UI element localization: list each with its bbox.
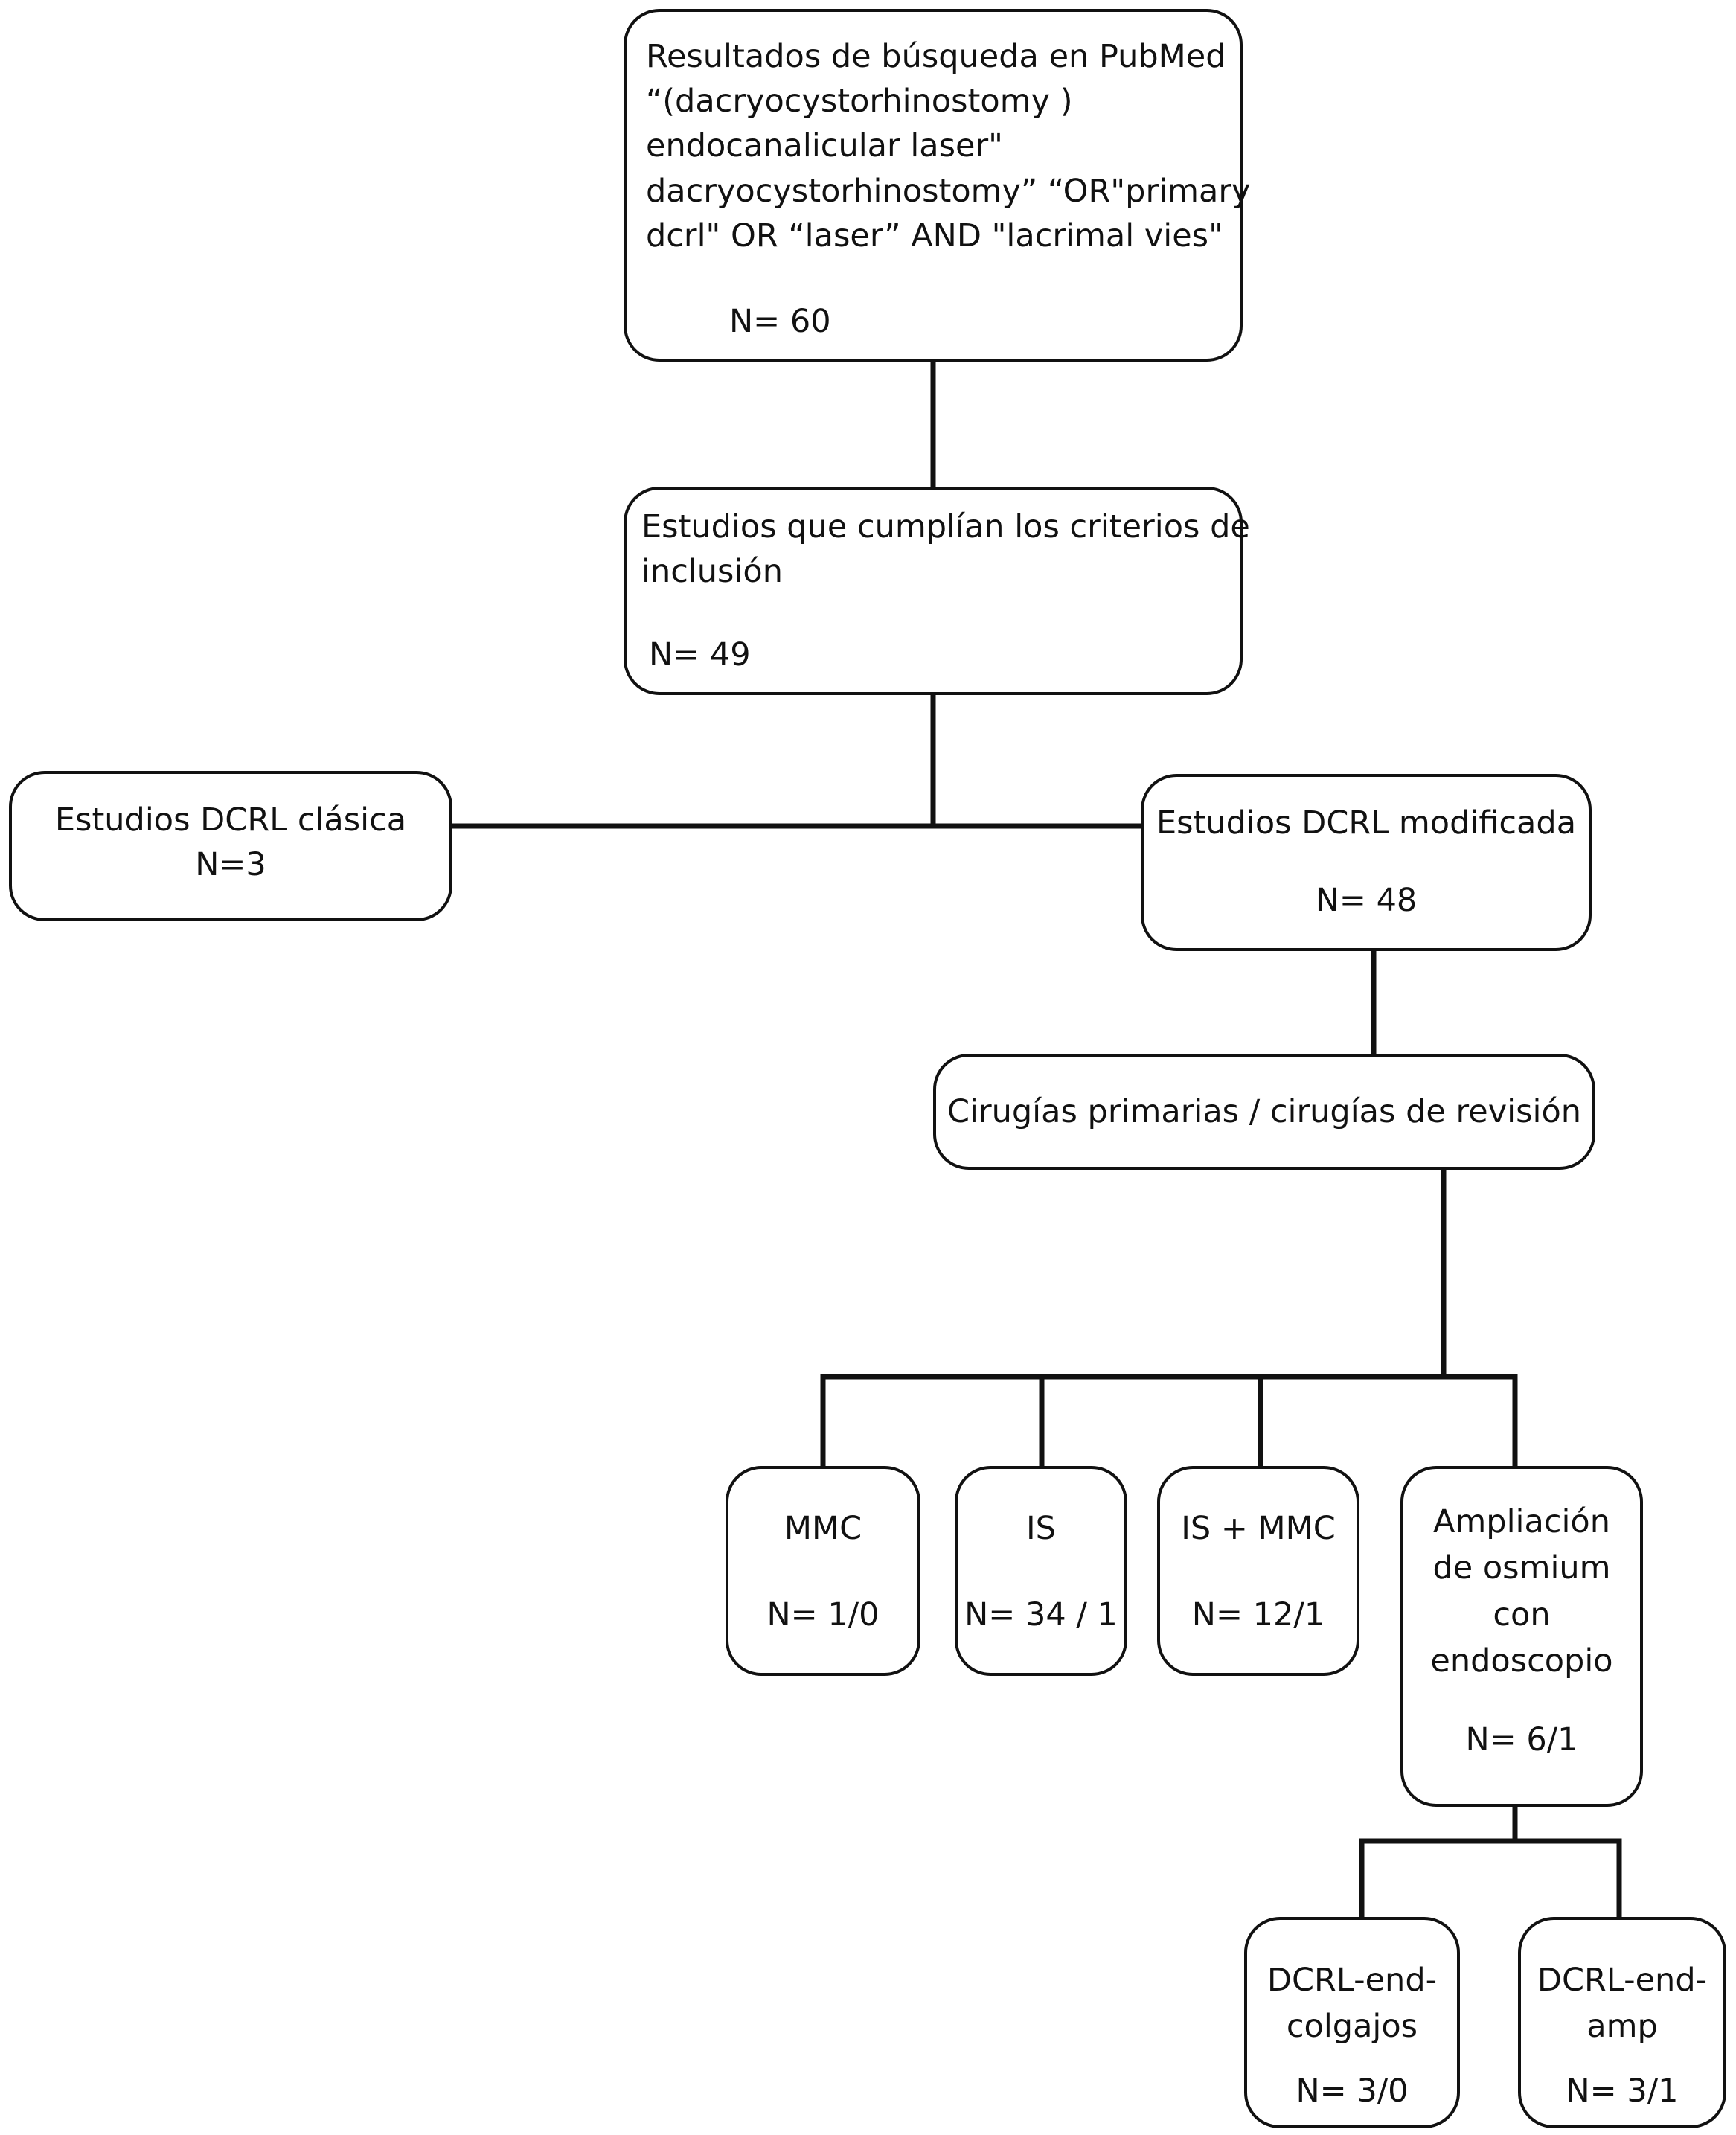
osmium-endoscope-box: Ampliación de osmium con endoscopio N= 6… <box>1400 1466 1643 1807</box>
modificada-count: N= 48 <box>1315 882 1418 919</box>
osmium-line: endoscopio <box>1430 1642 1613 1680</box>
dcrl-modificada-box: Estudios DCRL modificada N= 48 <box>1141 774 1592 951</box>
amp-count: N= 3/1 <box>1566 2072 1679 2110</box>
pubmed-line: dacryocystorhinostomy” “OR"primary <box>646 172 1251 210</box>
pubmed-line: Resultados de búsqueda en PubMed <box>646 38 1226 75</box>
inclusion-title: Estudios que cumplían los criterios de i… <box>641 505 1250 594</box>
mmc-box: MMC N= 1/0 <box>726 1466 920 1676</box>
is-mmc-box: IS + MMC N= 12/1 <box>1157 1466 1359 1676</box>
is-mmc-count: N= 12/1 <box>1191 1596 1325 1633</box>
inclusion-line: inclusión <box>641 553 783 591</box>
clasica-text: Estudios DCRL clásica N=3 <box>12 798 449 887</box>
dcrl-clasica-box: Estudios DCRL clásica N=3 <box>9 771 452 921</box>
pubmed-line: endocanalicular laser" <box>646 127 1003 165</box>
osmium-count: N= 6/1 <box>1465 1721 1578 1758</box>
pubmed-search-box: Resultados de búsqueda en PubMed “(dacry… <box>624 9 1250 362</box>
osmium-line: de osmium <box>1432 1549 1611 1587</box>
cirugias-title: Cirugías primarias / cirugías de revisió… <box>947 1093 1582 1130</box>
amp-line: amp <box>1586 2008 1658 2046</box>
mmc-count: N= 1/0 <box>766 1596 880 1633</box>
clasica-title: Estudios DCRL clásica <box>54 801 407 839</box>
mmc-title: MMC <box>784 1510 862 1547</box>
colgajos-count: N= 3/0 <box>1295 2072 1409 2110</box>
colgajos-title: DCRL-end- colgajos <box>1247 1957 1457 2050</box>
is-mmc-title: IS + MMC <box>1181 1510 1336 1547</box>
colgajos-line: colgajos <box>1286 2008 1418 2046</box>
osmium-line: con <box>1493 1595 1551 1633</box>
dcrl-end-colgajos-box: DCRL-end- colgajos N= 3/0 <box>1244 1917 1460 2128</box>
is-count: N= 34 / 1 <box>964 1596 1118 1633</box>
inclusion-line: Estudios que cumplían los criterios de <box>641 508 1250 545</box>
pubmed-line: “(dacryocystorhinostomy ) <box>646 83 1073 121</box>
colgajos-line: DCRL-end- <box>1266 1962 1438 1999</box>
modificada-title: Estudios DCRL modificada <box>1156 804 1577 842</box>
osmium-line: Ampliación <box>1433 1503 1610 1540</box>
is-box: IS N= 34 / 1 <box>955 1466 1127 1676</box>
amp-line: DCRL-end- <box>1537 1962 1708 1999</box>
is-title: IS <box>1026 1510 1056 1547</box>
pubmed-count: N= 60 <box>729 303 831 340</box>
amp-title: DCRL-end- amp <box>1521 1957 1723 2050</box>
cirugias-box: Cirugías primarias / cirugías de revisió… <box>933 1054 1595 1170</box>
pubmed-line: dcrl" OR “laser” AND "lacrimal vies" <box>646 217 1223 255</box>
inclusion-count: N= 49 <box>649 636 751 673</box>
dcrl-end-amp-box: DCRL-end- amp N= 3/1 <box>1518 1917 1726 2128</box>
clasica-count: N=3 <box>195 846 266 884</box>
pubmed-query-text: Resultados de búsqueda en PubMed “(dacry… <box>646 34 1250 258</box>
inclusion-criteria-box: Estudios que cumplían los criterios de i… <box>624 487 1250 695</box>
osmium-title: Ampliación de osmium con endoscopio <box>1403 1499 1640 1684</box>
